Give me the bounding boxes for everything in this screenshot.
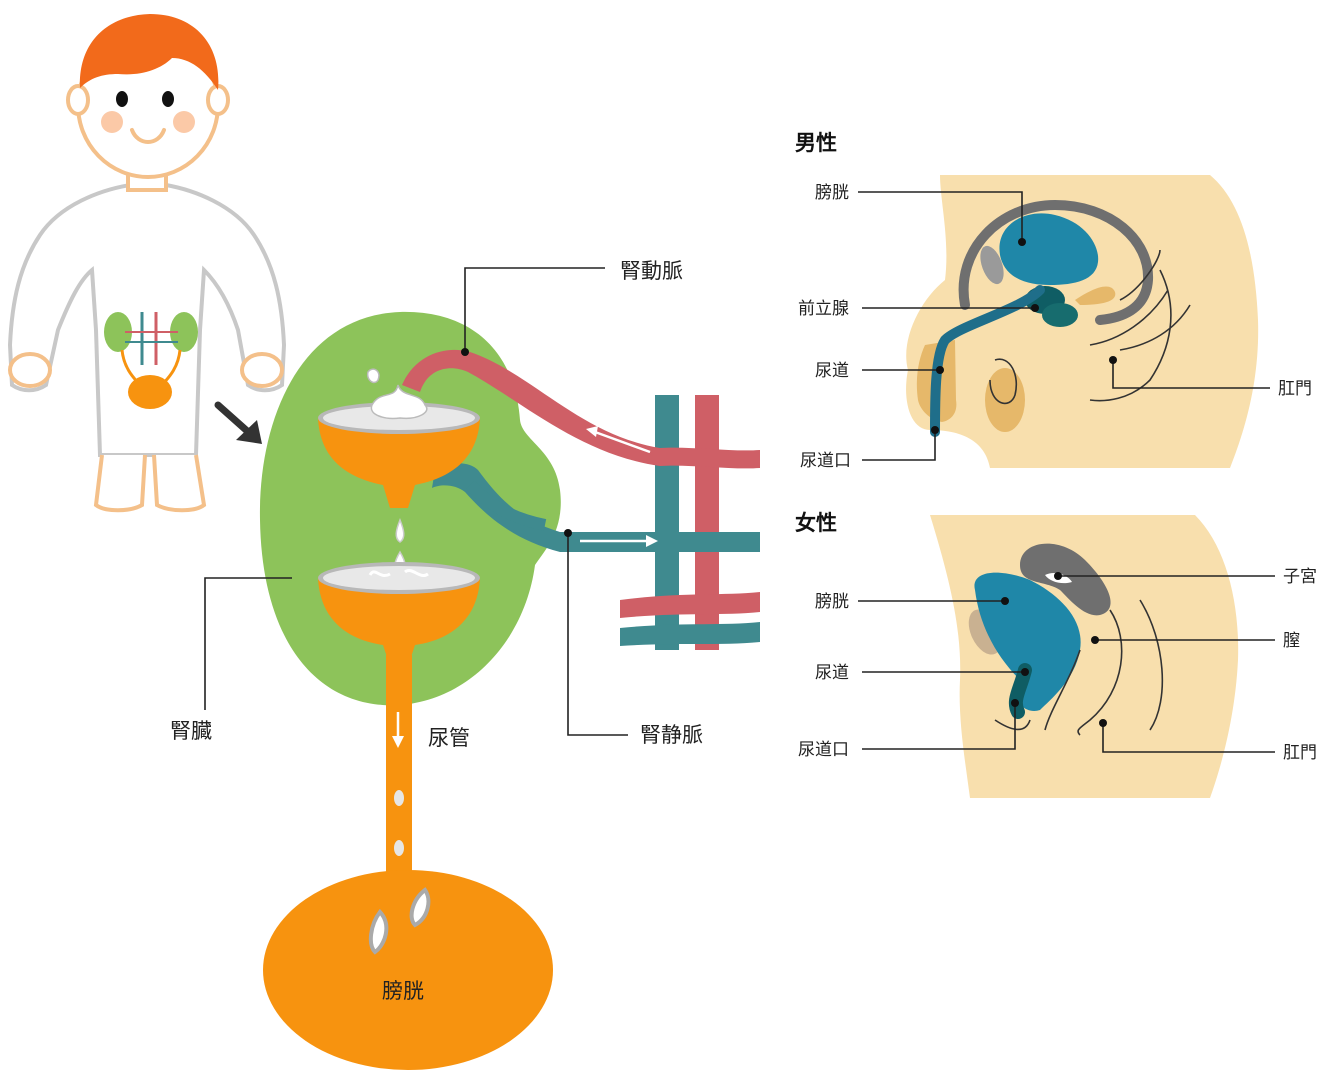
male-prostate-label: 前立腺 (798, 299, 849, 319)
child-right-eye (162, 91, 174, 107)
ureter-tube (386, 655, 412, 895)
child-left-eye (116, 91, 128, 107)
female-uterus-label: 子宮 (1283, 567, 1317, 587)
renal-vein-label: 腎静脈 (640, 723, 703, 747)
child-right-hand (242, 354, 282, 386)
male-bladder-label: 膀胱 (815, 183, 849, 203)
child-left-ear (68, 86, 88, 114)
female-body-shape (930, 515, 1238, 798)
child-right-cheek (173, 111, 195, 133)
child-left-cheek (101, 111, 123, 133)
male-heading: 男性 (795, 131, 837, 155)
child-body (10, 185, 284, 455)
male-urethra-label: 尿道 (815, 361, 849, 381)
female-urethral-opening-label: 尿道口 (798, 740, 849, 760)
female-urethra-label: 尿道 (815, 663, 849, 683)
female-bladder-label: 膀胱 (815, 592, 849, 612)
male-body-shape (906, 175, 1258, 468)
renal-artery-label: 腎動脈 (620, 259, 683, 283)
child-left-hand (10, 354, 50, 386)
pointer-arrow-icon (218, 405, 262, 444)
bladder-label: 膀胱 (382, 979, 424, 1003)
child-bladder (128, 375, 172, 409)
child-right-leg (154, 455, 204, 510)
bladder-shape (263, 870, 553, 1070)
kidney-label: 腎臓 (170, 719, 212, 743)
child-right-ear (208, 86, 228, 114)
ureter-label: 尿管 (428, 726, 470, 750)
female-vagina-label: 膣 (1283, 631, 1300, 651)
male-section: 男性 膀胱 前立腺 尿道 尿道口 (795, 131, 1312, 471)
male-anus-label: 肛門 (1278, 379, 1312, 399)
child-left-leg (96, 455, 145, 510)
female-heading: 女性 (795, 511, 837, 535)
male-urethral-opening-label: 尿道口 (800, 451, 851, 471)
female-anus-label: 肛門 (1283, 743, 1317, 763)
female-section: 女性 子宮 膀胱 膣 尿道 肛門 尿道口 (795, 511, 1317, 798)
